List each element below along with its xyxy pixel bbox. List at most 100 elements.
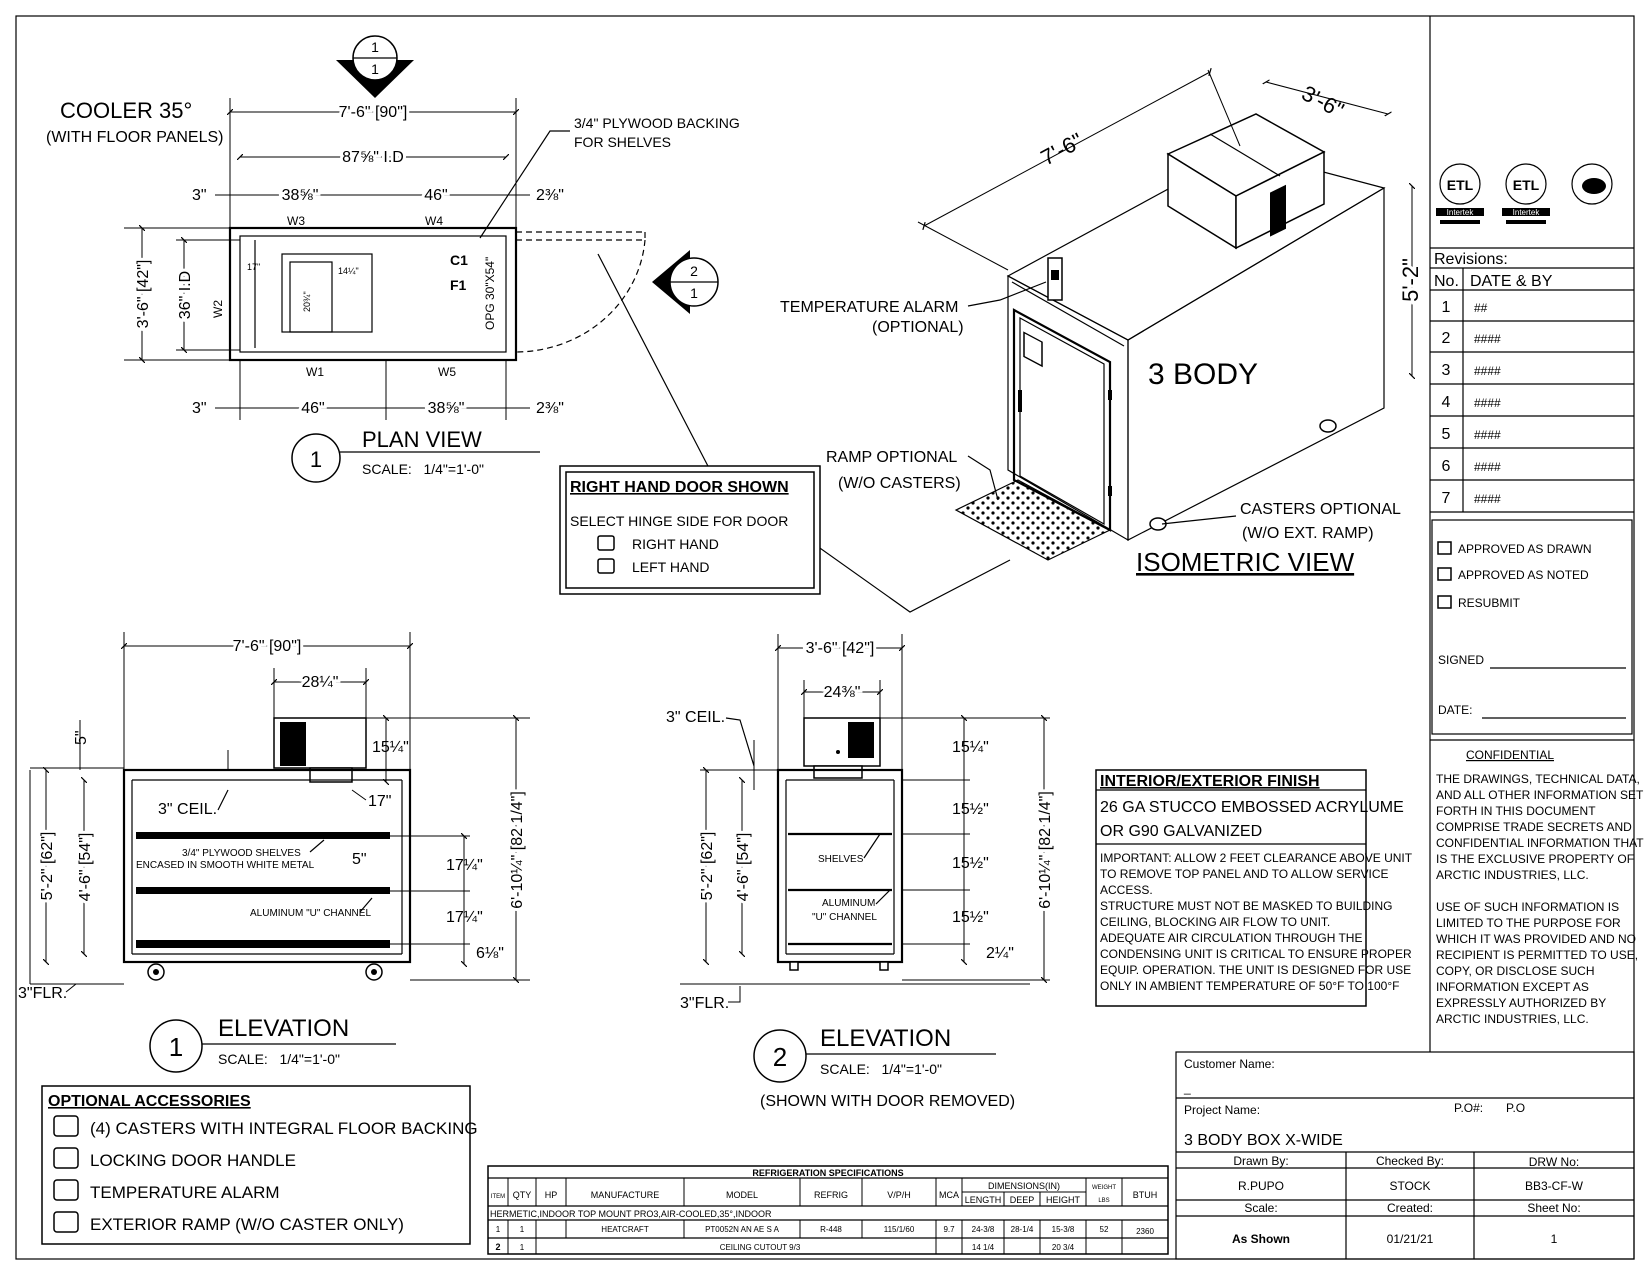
refrig-r2-height: 20 3/4 xyxy=(1052,1243,1075,1252)
conf-p1-l3: FORTH IN THIS DOCUMENT xyxy=(1436,804,1596,818)
conf-p1-l6: IS THE EXCLUSIVE PROPERTY OF xyxy=(1436,852,1634,866)
refrig-r1-length: 24-3/8 xyxy=(972,1225,995,1234)
elev2-height-outer: 5'-2" [62"] xyxy=(699,832,716,901)
elev2-dim-2: 2¼" xyxy=(986,945,1014,962)
sheet-label: Sheet No: xyxy=(1527,1201,1580,1215)
plan-wall-w4: W4 xyxy=(425,214,443,228)
refrig-h-item: ITEM xyxy=(491,1194,505,1200)
marker1-top: 1 xyxy=(371,39,379,55)
approval-box: APPROVED AS DRAWN APPROVED AS NOTED RESU… xyxy=(1431,519,1633,735)
refrig-r1-vph: 115/1/60 xyxy=(884,1225,915,1234)
refrig-r2-cutout: CEILING CUTOUT 9/3 xyxy=(720,1243,801,1252)
optional-accessories: OPTIONAL ACCESSORIES (4) CASTERS WITH IN… xyxy=(41,1085,478,1245)
accessory-lock: LOCKING DOOR HANDLE xyxy=(90,1151,296,1170)
finish-note-2: TO REMOVE TOP PANEL AND TO ALLOW SERVICE xyxy=(1100,867,1389,881)
finish-box: INTERIOR/EXTERIOR FINISH 26 GA STUCCO EM… xyxy=(1095,769,1413,1007)
accessory-checkbox-ramp[interactable] xyxy=(53,1211,79,1233)
elev2-dim-15d: 15½" xyxy=(952,909,989,926)
refrig-h-manufacture: MANUFACTURE xyxy=(591,1190,660,1200)
finish-note-3: ACCESS. xyxy=(1100,883,1153,897)
accessory-checkbox-alarm[interactable] xyxy=(53,1179,79,1201)
iso-temp-alarm-2: (OPTIONAL) xyxy=(872,319,964,336)
certification-logos: ETL Intertek ETL Intertek xyxy=(1436,163,1613,224)
left-hand-checkbox[interactable] xyxy=(597,558,615,574)
revision-val-7: #### xyxy=(1474,492,1501,506)
conf-p1-l4: COMPRISE TRADE SECRETS AND xyxy=(1436,820,1632,834)
resubmit-checkbox[interactable] xyxy=(1437,595,1452,609)
approved-noted-label: APPROVED AS NOTED xyxy=(1458,568,1589,582)
revision-no-7: 7 xyxy=(1442,490,1451,507)
door-box-instruction: SELECT HINGE SIDE FOR DOOR xyxy=(570,513,788,529)
conf-p1-l5: CONFIDENTIAL INFORMATION THAT xyxy=(1436,836,1644,850)
elev1-dim-5b: 5" xyxy=(352,851,367,868)
conf-p2-l5: COPY, OR DISCLOSE SUCH xyxy=(1436,964,1594,978)
refrig-h-mca: MCA xyxy=(939,1190,959,1200)
plan-top-right: 2⅜" xyxy=(536,187,564,204)
accessory-ramp: EXTERIOR RAMP (W/O CASTER ONLY) xyxy=(90,1215,404,1234)
elev1-shelf-note-2: ENCASED IN SMOOTH WHITE METAL xyxy=(136,860,315,871)
refrig-h-vph: V/P/H xyxy=(887,1190,911,1200)
refrig-h-dim-group: DIMENSIONS(IN) xyxy=(988,1181,1060,1191)
iso-temp-alarm-1: TEMPERATURE ALARM xyxy=(780,299,958,316)
plan-title: COOLER 35° xyxy=(60,98,192,123)
elev2-dim-15b: 15½" xyxy=(952,801,989,818)
elev1-dim-15: 15¼" xyxy=(372,739,409,756)
conf-p2-l4: RECIPIENT IS PERMITTED TO USE, xyxy=(1436,948,1638,962)
svg-text:ETL: ETL xyxy=(1513,177,1540,193)
refrig-r2-qty: 1 xyxy=(520,1243,525,1252)
left-hand-label: LEFT HAND xyxy=(632,559,710,575)
approved-noted-checkbox[interactable] xyxy=(1437,567,1452,581)
elev1-shelf-dim-1: 17¼" xyxy=(446,857,483,874)
iso-view-title: ISOMETRIC VIEW xyxy=(1136,547,1355,577)
signed-label: SIGNED xyxy=(1438,653,1484,667)
logo2-text: Intertek xyxy=(1513,208,1541,217)
approved-drawn-checkbox[interactable] xyxy=(1437,541,1452,555)
elev2-shelves: SHELVES xyxy=(818,854,864,865)
accessory-checkbox-casters[interactable] xyxy=(53,1115,79,1137)
finish-line2: OR G90 GALVANIZED xyxy=(1100,823,1262,840)
accessory-checkbox-lock[interactable] xyxy=(53,1147,79,1169)
marker2-bottom: 1 xyxy=(690,285,698,301)
refrig-r2-item: 2 xyxy=(495,1242,500,1252)
drawn-label: Drawn By: xyxy=(1233,1154,1288,1168)
title-block: Customer Name: _ Project Name: P.O#: P.O… xyxy=(1175,1051,1635,1260)
revision-val-3: #### xyxy=(1474,364,1501,378)
plan-c1: C1 xyxy=(450,252,468,268)
conf-p2-l1: USE OF SUCH INFORMATION IS xyxy=(1436,900,1619,914)
plan-depth: 3'-6" [42"] xyxy=(135,260,152,329)
refrigeration-table: REFRIGERATION SPECIFICATIONS ITEM QTY HP… xyxy=(487,1165,1169,1255)
plan-top-seg1: 38⅝" xyxy=(282,187,319,204)
elev2-note: (SHOWN WITH DOOR REMOVED) xyxy=(760,1093,1015,1110)
finish-note-6: ADEQUATE AIR CIRCULATION THROUGH THE xyxy=(1100,931,1362,945)
drawn-value: R.PUPO xyxy=(1238,1179,1284,1193)
finish-title: INTERIOR/EXTERIOR FINISH xyxy=(1100,773,1320,790)
plan-top-left: 3" xyxy=(192,187,207,204)
project-value: 3 BODY BOX X-WIDE xyxy=(1184,1132,1343,1149)
plan-wall-w2: W2 xyxy=(211,300,225,318)
scale-label: Scale: xyxy=(1244,1201,1277,1215)
revision-no-1: 1 xyxy=(1442,299,1451,316)
revisions-col-no: No. xyxy=(1434,273,1459,290)
iso-body-label: 3 BODY xyxy=(1148,358,1258,391)
elev1-dim-5: 5" xyxy=(73,730,90,745)
iso-ramp-1: RAMP OPTIONAL xyxy=(826,449,957,466)
refrig-r1-manufacture: HEATCRAFT xyxy=(601,1225,649,1234)
plan-view: COOLER 35° (WITH FLOOR PANELS) 1 1 7'-6"… xyxy=(46,35,740,483)
elev1-ceil: 3" CEIL. xyxy=(158,801,217,818)
drw-label: DRW No: xyxy=(1529,1155,1579,1169)
elev1-view-title: ELEVATION xyxy=(218,1015,349,1042)
plan-bottom-seg2: 38⅝" xyxy=(428,400,465,417)
plan-wall-w5: W5 xyxy=(438,365,456,379)
plan-wall-w1: W1 xyxy=(306,365,324,379)
accessory-alarm: TEMPERATURE ALARM xyxy=(90,1183,280,1202)
finish-note-1: IMPORTANT: ALLOW 2 FEET CLEARANCE ABOVE … xyxy=(1100,851,1413,865)
finish-note-7: CONDENSING UNIT IS CRITICAL TO ENSURE PR… xyxy=(1100,947,1412,961)
accessories-title: OPTIONAL ACCESSORIES xyxy=(48,1093,251,1110)
checked-label: Checked By: xyxy=(1376,1154,1444,1168)
revisions-table: Revisions: No. DATE & BY 1 ## 2 #### 3 #… xyxy=(1430,247,1634,513)
right-hand-checkbox[interactable] xyxy=(597,535,615,551)
refrig-r1-qty: 1 xyxy=(520,1225,525,1234)
resubmit-label: RESUBMIT xyxy=(1458,596,1521,610)
finish-note-4: STRUCTURE MUST NOT BE MASKED TO BUILDING xyxy=(1100,899,1393,913)
